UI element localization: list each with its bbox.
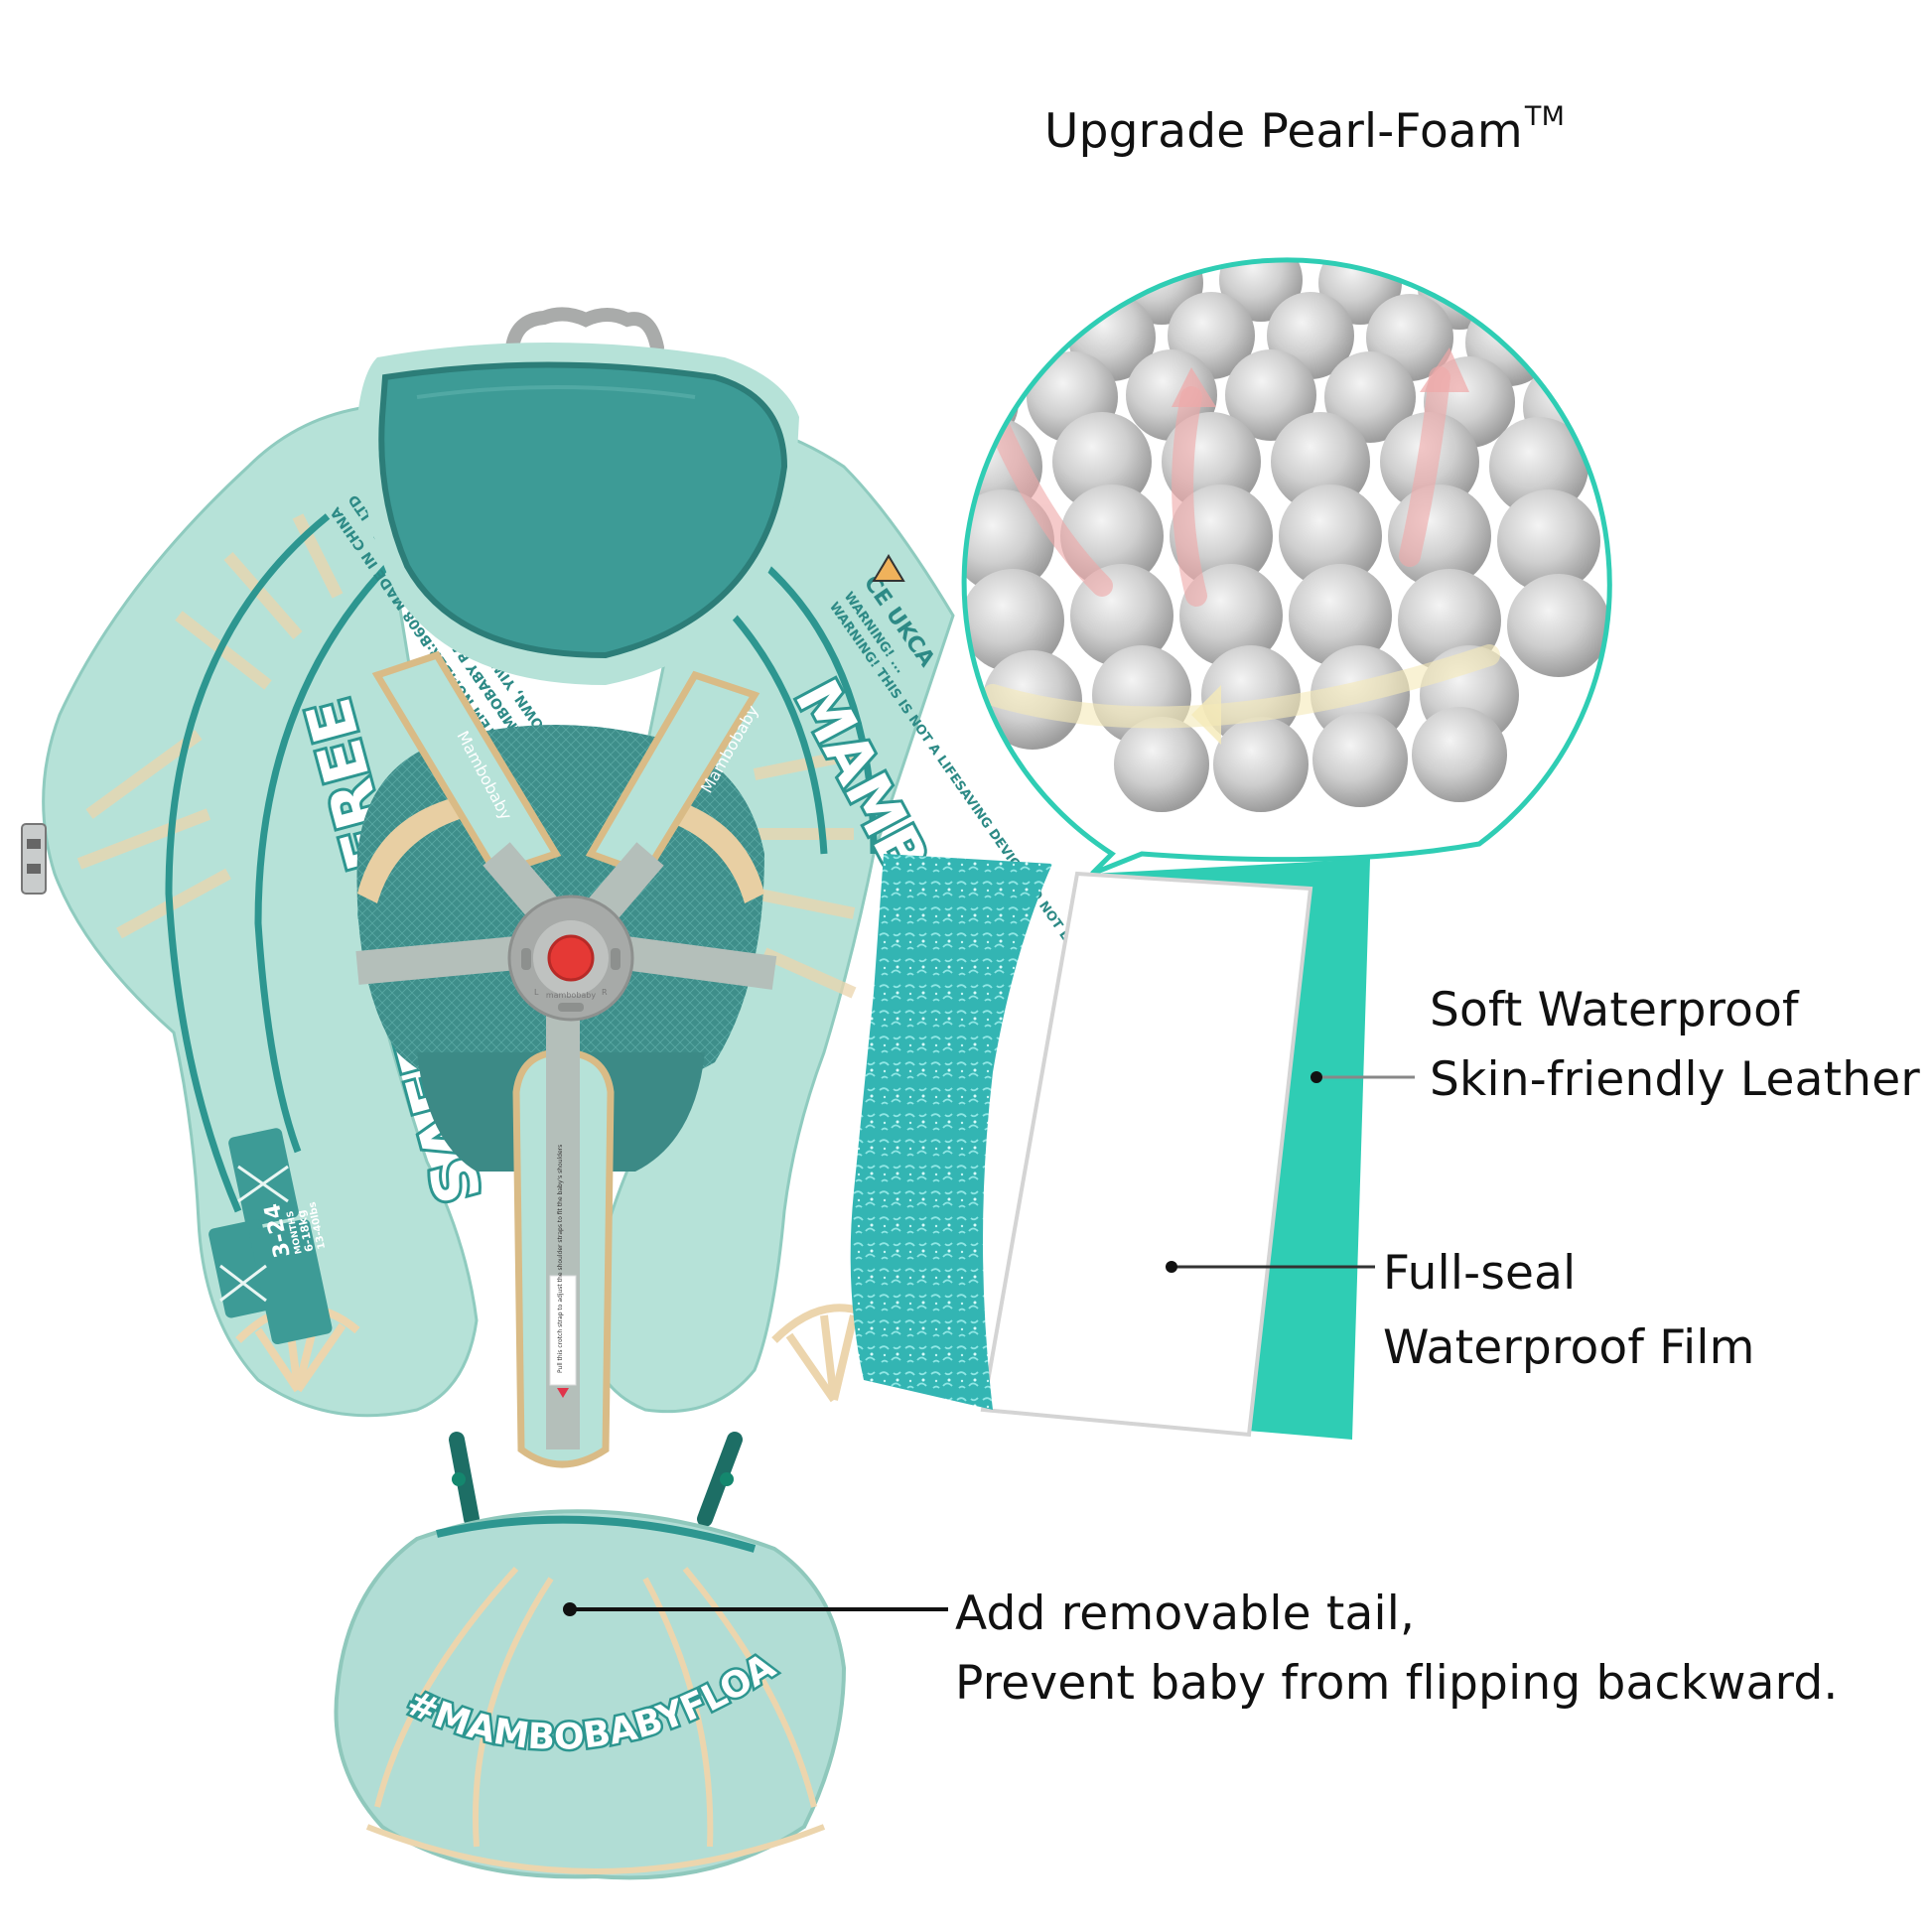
pearl-foam-bubble	[961, 257, 1612, 877]
film-label-line2: Waterproof Film	[1383, 1320, 1755, 1375]
warning-triangle-icon	[872, 554, 905, 582]
seat-harness: Mambobaby Mambobaby Pull this crotch str…	[355, 650, 777, 1468]
tail-label-line1: Add removable tail,	[955, 1587, 1416, 1641]
carry-handle	[505, 307, 664, 354]
crotch-tag-arrow-icon	[557, 1388, 569, 1398]
foam-layer	[850, 854, 1052, 1410]
leather-callout-dot	[1311, 1071, 1322, 1083]
buckle-right-mark: R	[602, 988, 608, 997]
leather-label-line2: Skin-friendly Leather	[1430, 1052, 1920, 1107]
film-callout-dot	[1166, 1261, 1177, 1273]
pearl-foam-title: Upgrade Pearl-FoamTM	[1044, 101, 1565, 159]
buckle-brand: mambobaby	[546, 991, 597, 1000]
head-pillow	[357, 307, 799, 685]
side-clip	[21, 823, 47, 895]
tail-label-line2: Prevent baby from flipping backward.	[955, 1656, 1839, 1711]
leather-label-line1: Soft Waterproof	[1430, 983, 1799, 1037]
callout-lines	[570, 1075, 1415, 1611]
film-layer	[980, 871, 1313, 1438]
buckle-release-button[interactable]	[547, 934, 595, 982]
safety-pictograms: 3-24 MONTHS 6-18kg 13-40lbs	[208, 1128, 333, 1345]
harness-buckle: mambobaby L R	[507, 895, 634, 1022]
tail-callout-dot	[563, 1602, 577, 1616]
buckle-left-mark: L	[534, 988, 539, 997]
pearl-foam-title-text: Upgrade Pearl-Foam	[1044, 104, 1523, 159]
trademark-mark: TM	[1524, 101, 1566, 132]
crotch-tag-text: Pull this crotch strap to adjust the sho…	[557, 1145, 564, 1373]
film-label-line1: Full-seal	[1383, 1246, 1577, 1301]
material-layers	[850, 854, 1370, 1440]
